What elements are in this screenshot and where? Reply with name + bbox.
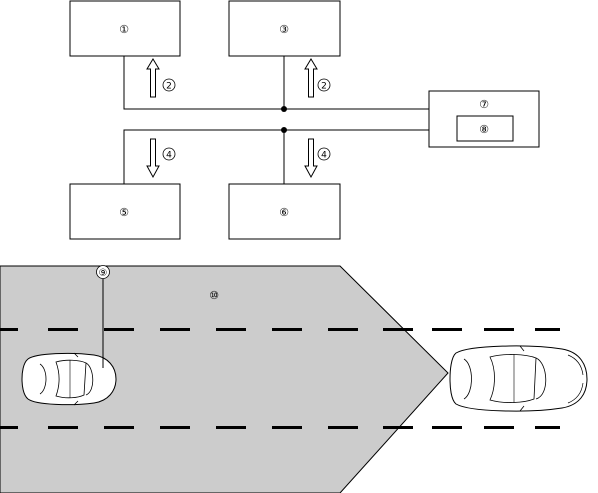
- lane-dash: [272, 328, 302, 331]
- lane-dash: [160, 328, 190, 331]
- arrow-label-2: 2: [321, 82, 327, 92]
- arrow-label-4: 4: [166, 151, 172, 161]
- lane-dash: [104, 426, 134, 429]
- box-6: [228, 183, 341, 240]
- block-diagram: [69, 0, 540, 240]
- callout-9-label: ⑨: [99, 268, 108, 279]
- lane-dash: [328, 328, 358, 331]
- lane-dash: [484, 426, 514, 429]
- box-1-label: ①: [119, 23, 129, 36]
- area-10-label: ⑩: [209, 289, 219, 302]
- lane-dash: [383, 328, 413, 331]
- box-1: [69, 0, 181, 57]
- up-arrow-icon: [304, 58, 318, 98]
- car-icon: [21, 352, 117, 406]
- arrow-label-4: 4: [321, 151, 327, 161]
- box-6-label: ⑥: [279, 206, 289, 219]
- box-5: [69, 183, 181, 240]
- arrow-label-2: 2: [166, 82, 172, 92]
- box-8: [456, 115, 514, 142]
- up-arrow-icon: [146, 58, 160, 98]
- box-3: [228, 0, 341, 57]
- lane-dash: [328, 426, 358, 429]
- down-arrow-icon: [304, 138, 318, 179]
- box-7-label: ⑦: [479, 98, 489, 111]
- lane-dash: [48, 426, 78, 429]
- lane-markings: [0, 328, 560, 429]
- lane-dash: [535, 328, 560, 331]
- bus-lines: [123, 56, 429, 184]
- down-arrow-icon: [146, 138, 160, 179]
- lane-dash: [0, 426, 18, 429]
- lane-dash: [160, 426, 190, 429]
- lane-dash: [216, 426, 246, 429]
- box-8-label: ⑧: [479, 123, 489, 136]
- lane-dash: [383, 426, 413, 429]
- car-icon: [449, 345, 588, 412]
- lane-dash: [484, 328, 514, 331]
- lane-dash: [216, 328, 246, 331]
- lane-dash: [535, 426, 560, 429]
- detection-area: [0, 265, 449, 493]
- lane-dash: [0, 328, 18, 331]
- lane-dash: [272, 426, 302, 429]
- junction-dot: [281, 127, 287, 133]
- lane-dash: [48, 328, 78, 331]
- box-5-label: ⑤: [119, 206, 129, 219]
- lane-dash: [432, 426, 462, 429]
- lane-dash: [104, 328, 134, 331]
- box-3-label: ③: [279, 23, 289, 36]
- junction-dot: [281, 106, 287, 112]
- lane-dash: [432, 328, 462, 331]
